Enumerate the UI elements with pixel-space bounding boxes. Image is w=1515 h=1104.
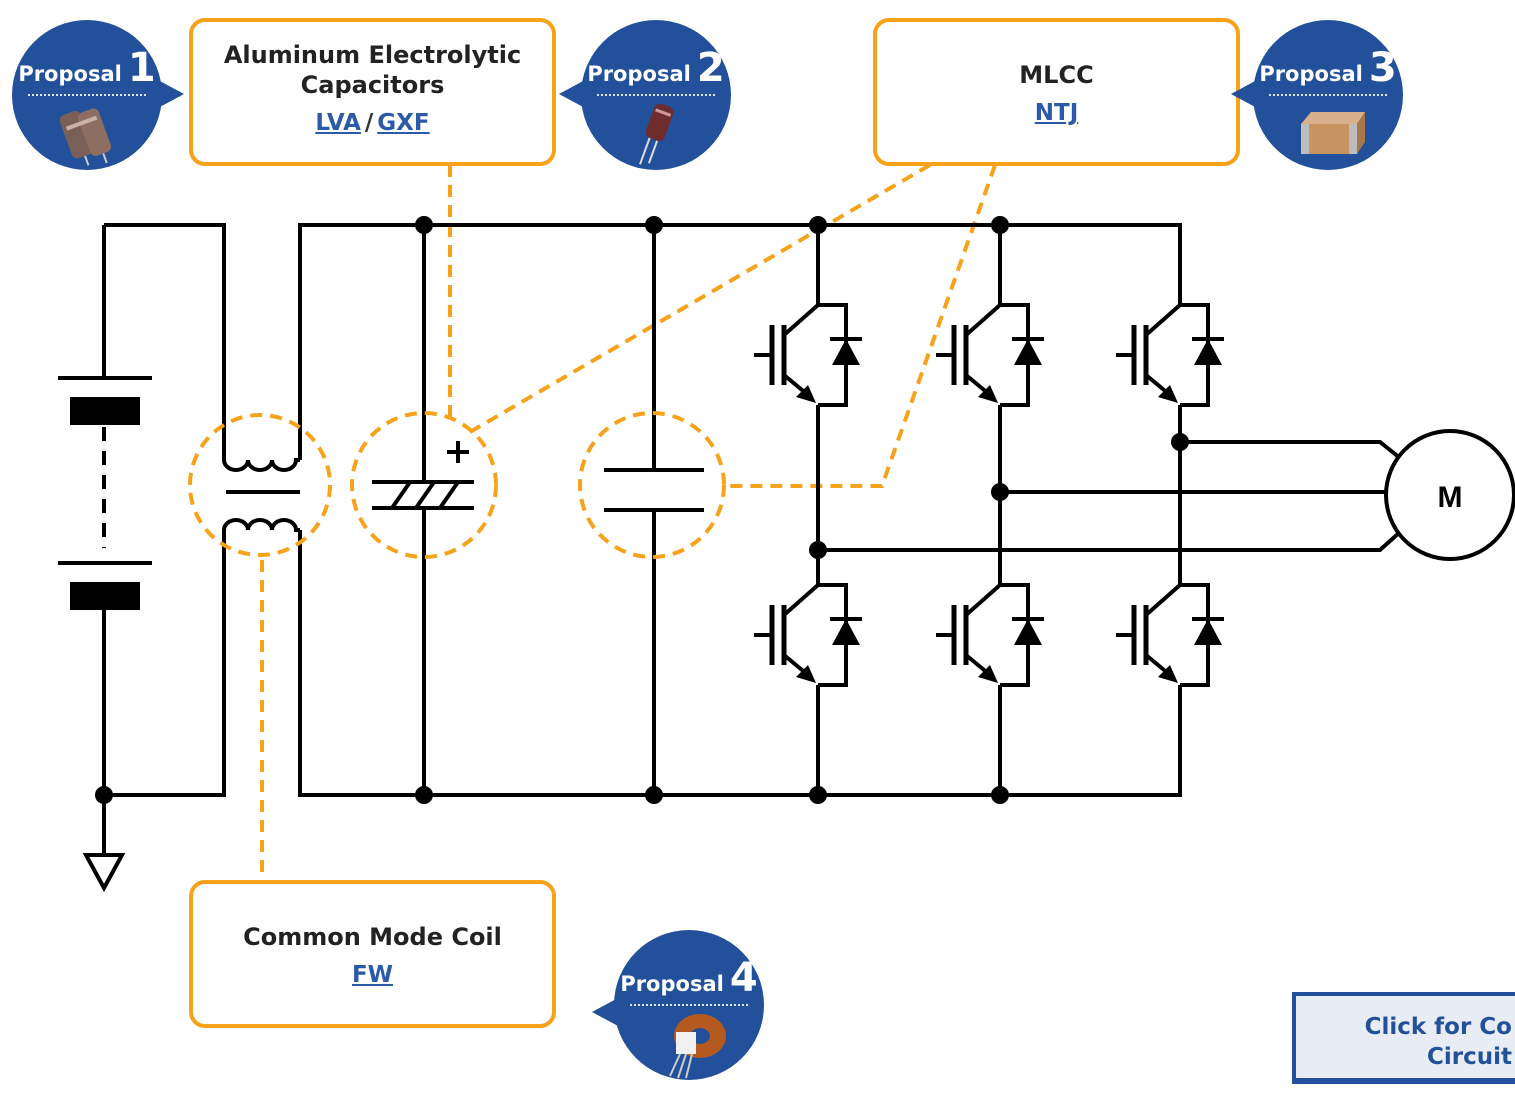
common-mode-coil-symbol	[222, 458, 300, 532]
lva-link[interactable]: LVA	[315, 110, 361, 136]
battery-symbol	[58, 376, 152, 610]
electrolytic-capacitor-symbol	[372, 441, 474, 510]
wires	[102, 223, 1402, 855]
highlight-circles	[188, 411, 726, 559]
contact-line1: Click for Co	[1364, 1014, 1512, 1040]
fw-link[interactable]: FW	[351, 962, 394, 988]
aluminum-title-line1: Aluminum Electrolytic	[223, 41, 522, 69]
mlcc-capacitor-symbol	[604, 468, 704, 512]
cmc-title: Common Mode Coil	[243, 923, 502, 951]
contact-line2: Circuit	[1427, 1044, 1512, 1070]
orange-leader-lines	[260, 163, 997, 882]
motor-symbol: M	[1384, 429, 1515, 561]
link-separator: /	[364, 110, 374, 136]
ground-symbol	[82, 853, 126, 893]
gxf-link[interactable]: GXF	[377, 110, 430, 136]
radial-capacitor-icon	[639, 103, 674, 165]
aluminum-title-line2: Capacitors	[300, 71, 445, 99]
chip-capacitor-icon	[1301, 112, 1365, 154]
aluminum-capacitor-callout: Aluminum Electrolytic Capacitors LVA/GXF	[189, 18, 556, 166]
ntj-link[interactable]: NTJ	[1034, 100, 1079, 126]
mlcc-title: MLCC	[1019, 61, 1094, 89]
junction-dots	[95, 216, 1189, 804]
mlcc-callout: MLCC NTJ	[873, 18, 1240, 166]
contact-circuit-button[interactable]: Click for Co Circuit	[1292, 992, 1515, 1084]
common-mode-coil-callout: Common Mode Coil FW	[189, 880, 556, 1028]
radial-capacitor-pair-icon	[59, 108, 112, 166]
igbt-switches	[754, 245, 1224, 745]
motor-label: M	[1438, 481, 1463, 514]
toroidal-coil-icon	[669, 1014, 726, 1079]
